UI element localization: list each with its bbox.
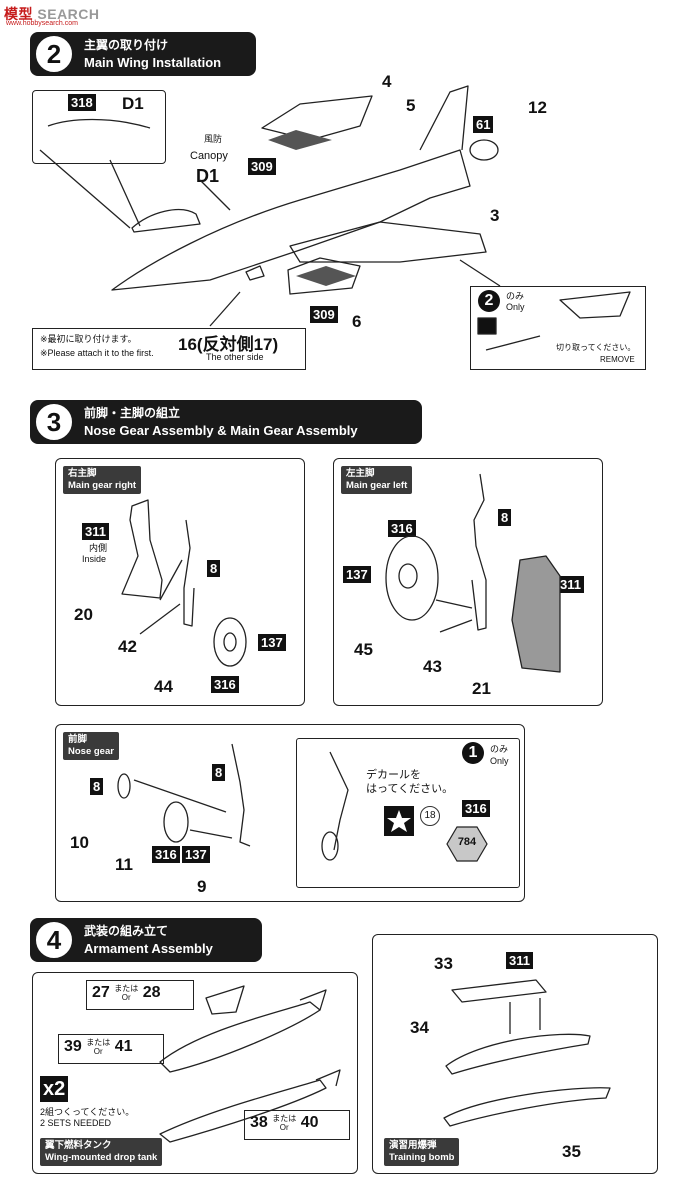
part-309-badge-top: 309 xyxy=(248,158,276,175)
step4-title-en: Armament Assembly xyxy=(84,941,213,956)
other-side-label: The other side xyxy=(206,352,264,362)
part-318-badge: 318 xyxy=(68,94,96,111)
step2-header: 2 主翼の取り付け Main Wing Installation xyxy=(30,32,256,76)
upper-wing-part xyxy=(261,95,373,141)
part-20: 20 xyxy=(74,605,93,624)
only-2-badge: 2 xyxy=(478,290,500,312)
part-43: 43 xyxy=(423,657,442,676)
star-icon xyxy=(387,810,411,832)
only-en: Only xyxy=(506,302,525,312)
part-5: 5 xyxy=(406,96,416,115)
step2-number: 2 xyxy=(36,36,72,72)
part-316-badge-left: 316 xyxy=(388,520,416,537)
part-21: 21 xyxy=(472,679,491,698)
canopy-label-en: Canopy xyxy=(190,150,228,162)
remove-en: REMOVE xyxy=(600,355,635,364)
part-16-other-side: 16(反対側17) xyxy=(178,335,279,354)
remove-ja: 切り取ってください。 xyxy=(556,343,636,352)
part-10: 10 xyxy=(70,833,89,852)
x2-badge: x2 xyxy=(40,1076,69,1102)
main-gear-right-panel xyxy=(55,458,305,706)
step2-title-ja: 主翼の取り付け xyxy=(84,38,169,52)
part-33: 33 xyxy=(434,954,453,973)
attach-first-note xyxy=(32,328,306,370)
canopy-label-ja: 風防 xyxy=(204,134,223,144)
part-137-badge-right: 137 xyxy=(258,634,286,651)
tail-fin xyxy=(419,85,469,151)
canopy-inset xyxy=(32,90,166,164)
part-6: 6 xyxy=(352,312,362,331)
part-311-badge-bomb: 311 xyxy=(506,952,533,969)
step4-number: 4 xyxy=(36,922,72,958)
star-decal xyxy=(384,806,414,836)
part-4: 4 xyxy=(382,72,392,91)
lower-wing-part xyxy=(287,257,361,295)
step3-title-en: Nose Gear Assembly & Main Gear Assembly xyxy=(84,423,358,438)
part-3: 3 xyxy=(490,206,500,225)
step3-number: 3 xyxy=(36,404,72,440)
main-wing xyxy=(289,221,487,263)
decal-text-2: はってください。 xyxy=(366,783,454,795)
part-11: 11 xyxy=(115,855,133,874)
only-1-en: Only xyxy=(490,756,509,766)
part-D1: D1 xyxy=(196,166,220,186)
part-311-badge-left: 311 xyxy=(557,576,584,593)
part-8-badge-nose-strut: 8 xyxy=(212,764,226,781)
step3-title-ja: 前脚・主脚の組立 xyxy=(84,406,181,420)
inside-en: Inside xyxy=(82,554,107,564)
hex-784: 784 xyxy=(446,826,488,862)
part-311-badge-right: 311 xyxy=(82,523,109,540)
part-35: 35 xyxy=(562,1142,581,1161)
part-137-badge-left: 137 xyxy=(343,566,371,583)
part-9: 9 xyxy=(197,877,207,896)
watermark-url: www.hobbysearch.com xyxy=(6,20,78,27)
exhaust-nozzle xyxy=(469,139,499,161)
step4-header: 4 武装の組み立て Armament Assembly xyxy=(30,918,262,962)
part-316-badge-right: 316 xyxy=(211,676,239,693)
sets-ja: 2組つくってください。 xyxy=(40,1107,135,1117)
only-ja: のみ xyxy=(506,291,525,301)
part-61-badge: 61 xyxy=(473,116,494,133)
part-309-badge-bottom: 309 xyxy=(310,306,338,323)
sets-en: 2 SETS NEEDED xyxy=(40,1118,112,1128)
decal-18: 18 xyxy=(420,806,440,826)
part-316-badge-decal: 316 xyxy=(462,800,490,817)
only-1-badge: 1 xyxy=(462,742,484,764)
part-8-badge-nose: 8 xyxy=(90,778,104,795)
inside-ja: 内側 xyxy=(89,543,108,553)
part-42: 42 xyxy=(118,637,137,656)
canopy-outline xyxy=(131,208,201,233)
part-316-badge-nose: 316 xyxy=(152,846,180,863)
part-34: 34 xyxy=(410,1018,429,1037)
step3-header: 3 前脚・主脚の組立 Nose Gear Assembly & Main Gear… xyxy=(30,400,422,444)
step2-title-en: Main Wing Installation xyxy=(84,55,222,70)
part-8-badge-right: 8 xyxy=(207,560,221,577)
part-137-badge-nose: 137 xyxy=(182,846,210,863)
decal-text-1: デカールを xyxy=(366,769,421,781)
part-8-badge-left: 8 xyxy=(498,509,512,526)
aircraft-fuselage xyxy=(111,149,471,291)
note-en: ※Please attach it to the first. xyxy=(40,348,154,358)
note-ja: ※最初に取り付けます。 xyxy=(40,334,137,344)
part-12: 12 xyxy=(528,98,547,117)
part-D1-inset: D1 xyxy=(122,94,144,113)
part-39-or-41-box xyxy=(58,1034,164,1064)
only-1-ja: のみ xyxy=(490,744,509,754)
part-45: 45 xyxy=(354,640,373,659)
part-44: 44 xyxy=(154,677,173,696)
small-plate xyxy=(245,265,265,281)
step4-title-ja: 武装の組み立て xyxy=(84,924,169,938)
watermark-logo: 模型 SEARCH xyxy=(4,6,100,22)
